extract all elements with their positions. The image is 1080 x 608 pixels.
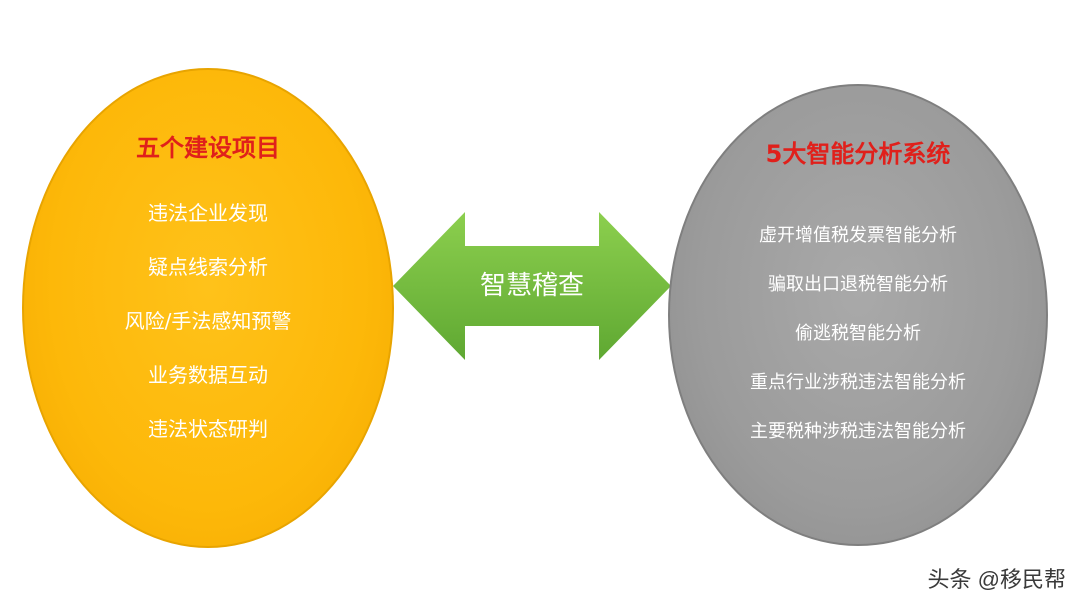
construction-projects-title: 五个建设项目 [136, 134, 280, 162]
construction-project-item: 违法企业发现 [148, 201, 268, 225]
construction-project-item: 违法状态研判 [148, 417, 268, 441]
construction-project-item: 业务数据互动 [148, 363, 268, 387]
analysis-system-item: 重点行业涉税违法智能分析 [750, 372, 966, 393]
smart-audit-label: 智慧稽查 [479, 271, 584, 301]
construction-projects-ellipse: 五个建设项目 违法企业发现 疑点线索分析 风险/手法感知预警 业务数据互动 违法… [22, 68, 394, 548]
analysis-system-item: 骗取出口退税智能分析 [768, 274, 948, 295]
watermark: 头条 @移民帮 [927, 567, 1066, 592]
analysis-system-item: 偷逃税智能分析 [795, 323, 921, 344]
analysis-system-item: 虚开增值税发票智能分析 [759, 225, 957, 246]
analysis-systems-ellipse: 5大智能分析系统 虚开增值税发票智能分析 骗取出口退税智能分析 偷逃税智能分析 … [668, 84, 1048, 546]
arrow-shape [393, 212, 671, 360]
construction-project-item: 风险/手法感知预警 [124, 309, 292, 333]
construction-projects-list: 违法企业发现 疑点线索分析 风险/手法感知预警 业务数据互动 违法状态研判 [24, 198, 392, 468]
construction-project-item: 疑点线索分析 [148, 255, 268, 279]
analysis-systems-title: 5大智能分析系统 [765, 140, 951, 168]
analysis-systems-list: 虚开增值税发票智能分析 骗取出口退税智能分析 偷逃税智能分析 重点行业涉税违法智… [670, 222, 1046, 467]
bidirectional-arrow: 智慧稽查 [393, 212, 671, 360]
analysis-system-item: 主要税种涉税违法智能分析 [750, 421, 966, 442]
double-arrow-icon [393, 212, 671, 360]
